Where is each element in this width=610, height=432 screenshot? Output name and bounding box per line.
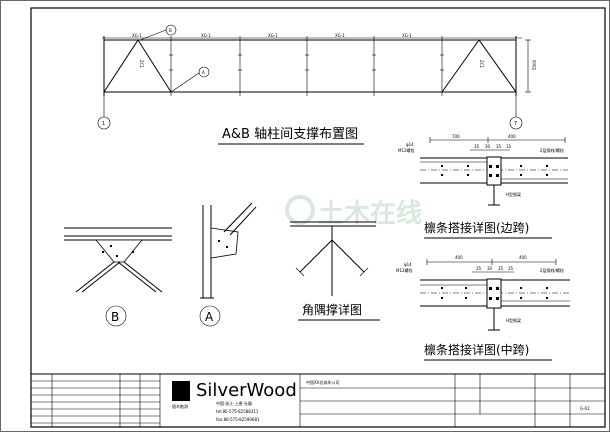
callout-b-circle — [165, 24, 177, 36]
bracing-elevation: XG-1 XG-1 XG-1 XG-1 XG-1 ZC1 ZC1 B A 1 7… — [97, 24, 537, 145]
bolt-note: φ14 — [404, 262, 412, 267]
company-name: SilverWood — [196, 380, 297, 401]
drawing-number: G-02 — [580, 406, 590, 411]
bolt-spec: M12螺栓 — [396, 267, 413, 273]
detail-b-circle — [105, 305, 127, 327]
callout-b-label: B — [169, 28, 172, 33]
bay-label: XG-1 — [335, 33, 345, 38]
callout-a-circle — [198, 66, 210, 78]
axis-start-label: 1 — [102, 121, 105, 127]
cross-bracing — [103, 39, 517, 93]
project-name: 中国XX总成车公司 — [306, 379, 339, 385]
bolt-spec: M12螺栓 — [398, 147, 415, 153]
detail-a-label: A — [205, 310, 214, 324]
bay-label: XG-1 — [268, 33, 278, 38]
purlin-lap-edge-detail: 700 400 35 30 35 35 φ14 M12螺栓 2层钢线/螺栓 H型… — [398, 134, 568, 239]
bay-label: XG-1 — [402, 33, 412, 38]
bolt-note: φ14 — [406, 142, 414, 147]
brace-label: ZC1 — [139, 60, 144, 69]
company-fax: fax:86-575-82590681 — [216, 417, 260, 422]
detail-a: A — [199, 202, 257, 327]
hole-dim: 35 — [474, 144, 480, 149]
detail-b: ​ B — [64, 227, 172, 327]
elevation-title: A&B 轴柱间支撑布置图 — [222, 127, 358, 142]
axis-bubble-end — [509, 116, 523, 130]
hole-dim: 35 — [508, 266, 514, 271]
mid-detail-title: 檩条搭接详图(中跨) — [424, 342, 529, 357]
hole-dim: 30 — [487, 266, 493, 271]
tie-note: 2层钢线/螺栓 — [540, 267, 564, 273]
dimension: 400 — [455, 255, 463, 260]
inner-border — [30, 7, 606, 428]
bay-label: XG-1 — [132, 33, 142, 38]
dimension: 400 — [508, 134, 516, 139]
tie-note: 2层钢线/螺栓 — [540, 147, 564, 153]
beam-note: H型钢梁 — [506, 191, 521, 197]
company-logo-icon — [172, 381, 190, 401]
hole-dim: 35 — [506, 144, 512, 149]
company-logo-sub: 银木勘测 — [172, 403, 188, 409]
height-dimension: 5500 — [532, 59, 537, 70]
brace-label: ZC1 — [479, 60, 484, 69]
hole-dim: 35 — [496, 144, 502, 149]
knee-brace-title: 角隅撑详图 — [302, 302, 362, 317]
knee-brace-detail: 角隅撑详图 — [290, 221, 380, 321]
watermark-text: 土木在线 — [318, 199, 422, 229]
beam-note: H型钢梁 — [506, 317, 521, 323]
hole-dim: 30 — [485, 144, 491, 149]
axis-end-label: 7 — [514, 121, 517, 127]
company-address: 中国·浙江·上虞·长塘 — [216, 400, 252, 406]
hole-dim: 35 — [476, 266, 482, 271]
columns — [103, 36, 517, 96]
company-tel: tel:86-575-82588311 — [216, 409, 259, 414]
watermark-logo-icon — [285, 195, 315, 225]
axis-bubble-start — [97, 116, 111, 130]
title-block: 银木勘测 SilverWood 中国·浙江·上虞·长塘 tel:86-575-8… — [31, 373, 605, 427]
callout-a-label: A — [202, 70, 205, 75]
detail-a-circle — [199, 305, 221, 327]
purlin-lap-mid-detail: 400 400 35 30 35 35 φ14 M12螺栓 2层钢线/螺栓 H型… — [396, 255, 570, 361]
dimension: 700 — [452, 134, 460, 139]
dimension: 400 — [519, 255, 527, 260]
detail-b-label: B — [111, 310, 119, 324]
watermark: 土木在线 — [285, 195, 422, 229]
edge-detail-title: 檩条搭接详图(边跨) — [424, 220, 529, 235]
bay-label: XG-1 — [201, 33, 211, 38]
hole-dim: 35 — [498, 266, 504, 271]
